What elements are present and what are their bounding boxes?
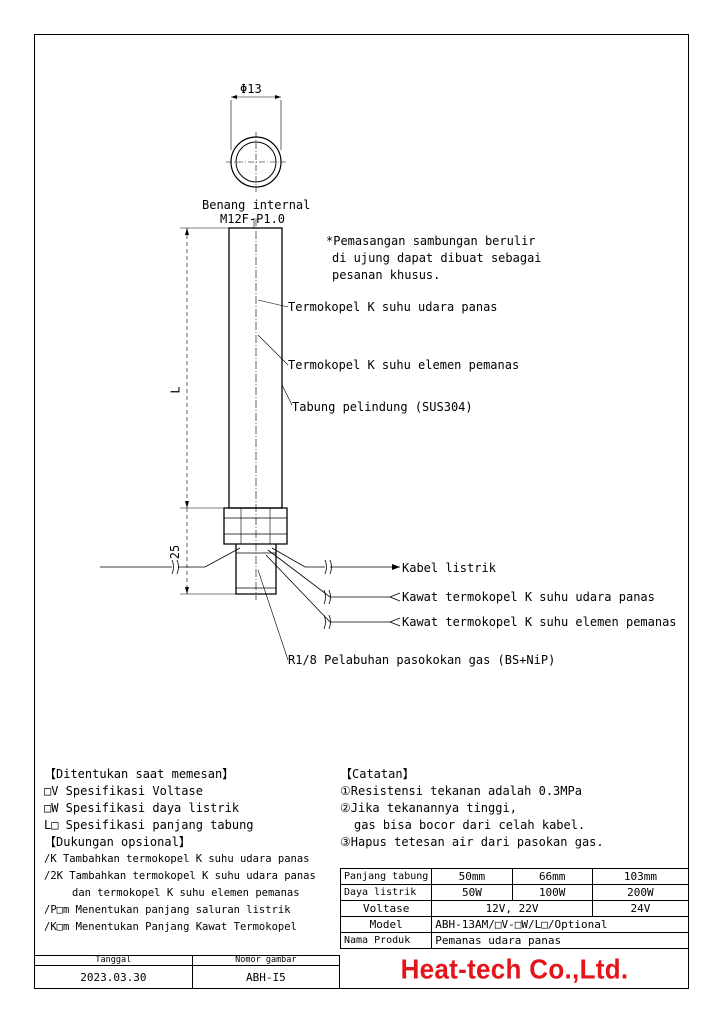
note-item: ①Resistensi tekanan adalah 0.3MPa	[340, 784, 582, 798]
note-item: ②Jika tekanannya tinggi,	[340, 801, 517, 815]
table-row: Tanggal Nomor gambar	[34, 955, 341, 966]
diameter-label: Φ13	[240, 82, 262, 96]
tc-element-label: Termokopel K suhu elemen pemanas	[288, 358, 520, 372]
wire-element-label: Kawat termokopel K suhu elemen pemanas	[402, 615, 677, 629]
table-cell: 12V, 22V	[431, 900, 593, 917]
table-row: 2023.03.30 ABH-I5	[34, 965, 341, 989]
internal-thread-label: Benang internal	[202, 198, 311, 212]
drawing-no-value: ABH-I5	[191, 965, 341, 989]
spec-table: Panjang tabung 50mm 66mm 103mm Daya list…	[339, 868, 690, 949]
custom-note-line2: di ujung dapat dibuat sebagai	[332, 251, 542, 265]
end-view	[226, 95, 286, 192]
option-item: /P□m Menentukan panjang saluran listrik	[44, 904, 291, 916]
table-cell: 66mm	[511, 868, 593, 885]
table-row: Model ABH-13AM/□V-□W/L□/Optional	[339, 916, 689, 933]
note-item: ③Hapus tetesan air dari pasokan gas.	[340, 835, 604, 849]
leader-lines	[253, 218, 293, 661]
length-label: L	[168, 386, 183, 394]
table-cell: 100W	[511, 884, 593, 901]
custom-note-line3: pesanan khusus.	[332, 268, 441, 282]
table-row: Nama Produk Pemanas udara panas	[339, 932, 689, 949]
length-dimension	[180, 227, 236, 595]
tube-label: Tabung pelindung (SUS304)	[292, 400, 473, 414]
option-item: dan termokopel K suhu elemen pemanas	[72, 887, 300, 899]
fitting-length-label: 25	[168, 544, 183, 560]
date-label: Tanggal	[34, 955, 193, 966]
thread-spec-label: M12F-P1.0	[220, 212, 286, 226]
company-logo: Heat-tech Co.,Ltd.	[400, 952, 629, 986]
option-item: /K Tambahkan termokopel K suhu udara pan…	[44, 853, 310, 865]
order-spec-item: □W Spesifikasi daya listrik	[44, 801, 240, 815]
table-header: Voltase	[339, 900, 433, 917]
table-cell: ABH-13AM/□V-□W/L□/Optional	[431, 916, 689, 933]
drawing-no-label: Nomor gambar	[191, 955, 341, 966]
order-spec-item: □V Spesifikasi Voltase	[44, 784, 203, 798]
table-header: Panjang tabung	[339, 868, 433, 885]
order-spec-item: L□ Spesifikasi panjang tabung	[44, 818, 254, 832]
option-item: /2K Tambahkan termokopel K suhu udara pa…	[44, 870, 316, 882]
notes-title: 【Catatan】	[340, 767, 415, 781]
tc-air-label: Termokopel K suhu udara panas	[288, 300, 498, 314]
table-row: Daya listrik 50W 100W 200W	[339, 884, 690, 901]
gas-port-label: R1/8 Pelabuhan pasokokan gas (BS+NiP)	[288, 653, 556, 667]
table-cell: 103mm	[591, 868, 690, 885]
table-header: Model	[339, 916, 433, 933]
table-cell: 24V	[591, 900, 690, 917]
note-item: gas bisa bocor dari celah kabel.	[354, 818, 586, 832]
table-cell: 50W	[431, 884, 513, 901]
drawing-frame	[34, 34, 689, 989]
table-row: Voltase 12V, 22V 24V	[339, 900, 690, 917]
custom-note-line1: *Pemasangan sambungan berulir	[326, 234, 536, 248]
options-title: 【Dukungan opsional】	[44, 835, 191, 849]
title-block: Tanggal Nomor gambar 2023.03.30 ABH-I5	[34, 955, 341, 989]
wire-air-label: Kawat termokopel K suhu udara panas	[402, 590, 655, 604]
date-value: 2023.03.30	[34, 965, 193, 989]
cables	[100, 547, 401, 630]
table-cell: 200W	[591, 884, 690, 901]
option-item: /K□m Menentukan Panjang Kawat Termokopel	[44, 921, 297, 933]
table-cell: Pemanas udara panas	[431, 932, 689, 949]
cable-label: Kabel listrik	[402, 561, 496, 575]
tube-body	[223, 218, 288, 600]
table-row: Panjang tabung 50mm 66mm 103mm	[339, 868, 690, 885]
table-header: Daya listrik	[339, 884, 433, 901]
table-header: Nama Produk	[339, 932, 433, 949]
order-spec-title: 【Ditentukan saat memesan】	[44, 767, 235, 781]
table-cell: 50mm	[431, 868, 513, 885]
